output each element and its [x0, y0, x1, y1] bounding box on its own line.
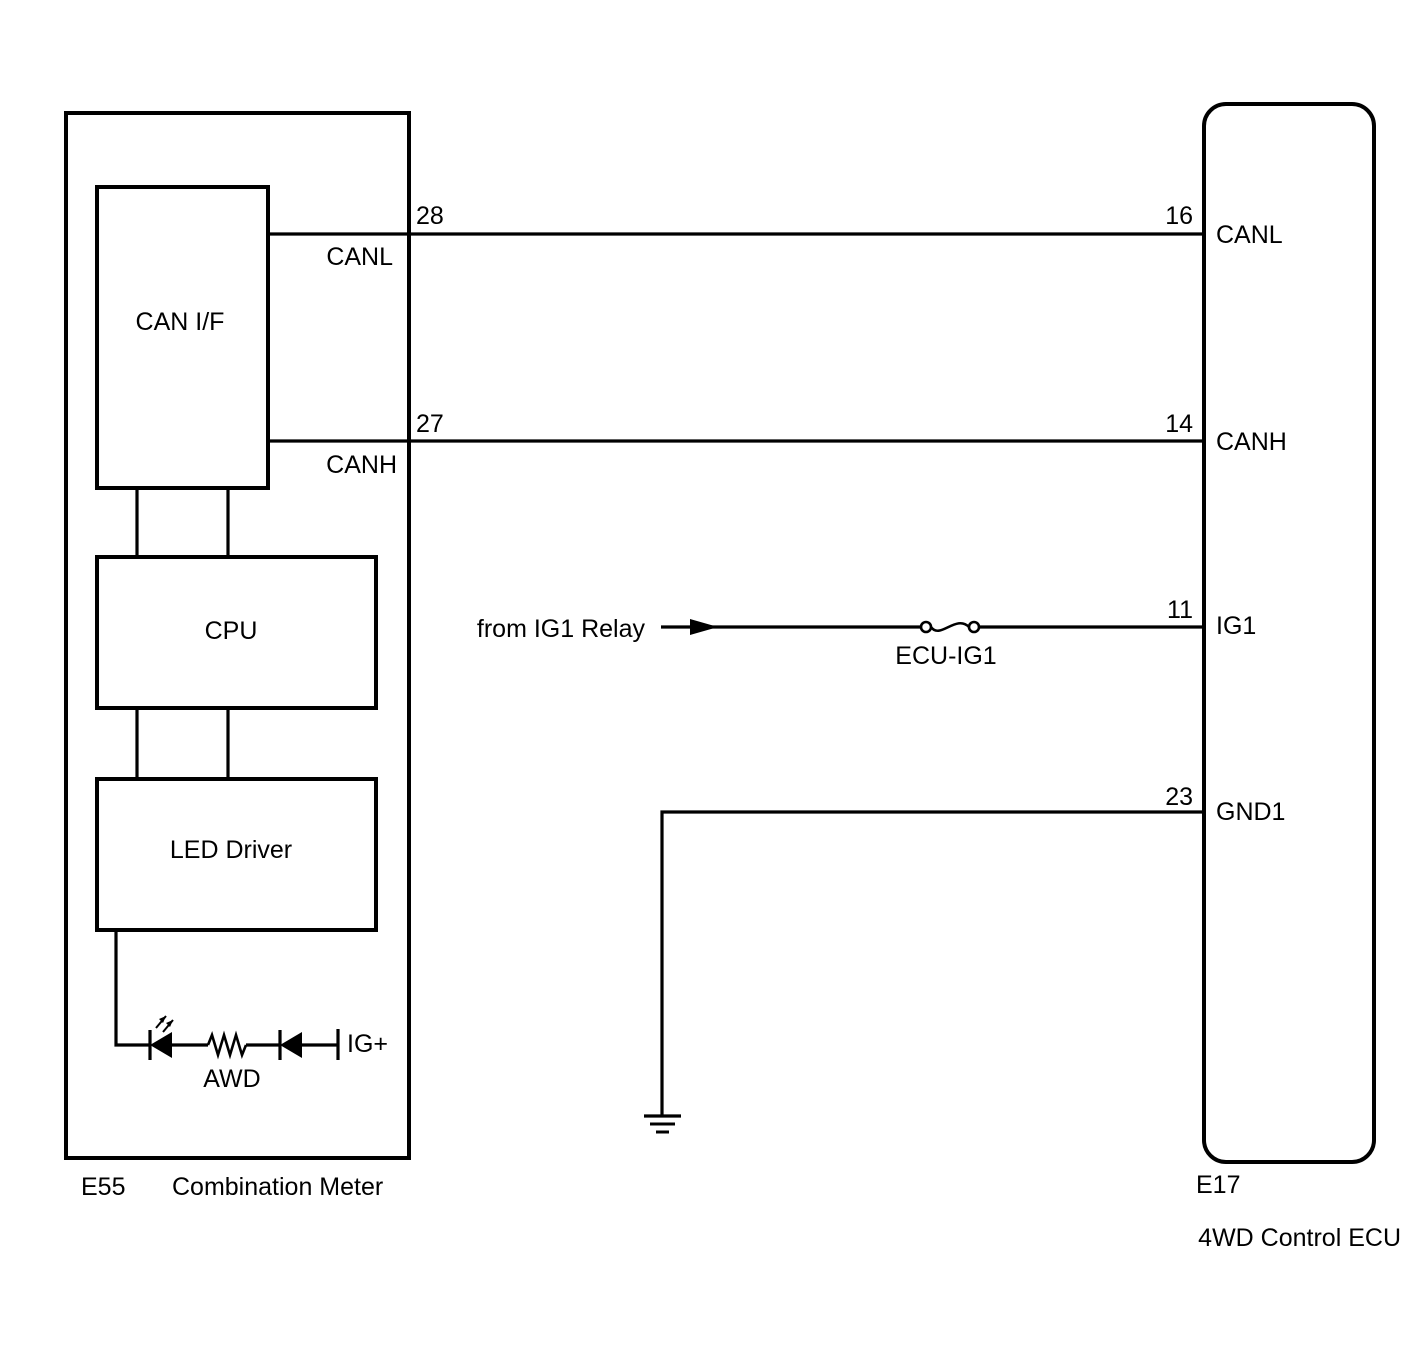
meter-pin-canl-label: CANL: [326, 243, 393, 271]
meter-pin-28: 28: [416, 202, 444, 230]
awd-label: AWD: [203, 1065, 260, 1093]
ecu-pin-11: 11: [1167, 596, 1193, 624]
combination-meter-outline: [64, 111, 411, 1160]
ecu-pin-canh-label: CANH: [1216, 428, 1287, 456]
fuse-label: ECU-IG1: [895, 642, 996, 670]
ecu-pin-14: 14: [1165, 410, 1193, 438]
ecu-pin-canl-label: CANL: [1216, 221, 1283, 249]
ecu-pin-16: 16: [1165, 202, 1193, 230]
can-if-block: [95, 185, 270, 490]
ig1-arrow-icon: [690, 619, 718, 635]
can-if-label: CAN I/F: [136, 308, 225, 336]
ig-plus-label: IG+: [347, 1030, 388, 1058]
diode-symbol: [280, 1032, 302, 1058]
led-driver-label: LED Driver: [170, 836, 292, 864]
cpu-block: [95, 555, 378, 710]
meter-name: Combination Meter: [172, 1173, 383, 1201]
resistor-symbol: [206, 1030, 248, 1060]
fuse-symbol: [919, 620, 981, 634]
meter-pin-canh-label: CANH: [326, 451, 397, 479]
meter-pin-27: 27: [416, 410, 444, 438]
cpu-label: CPU: [205, 617, 258, 645]
led-driver-block: [95, 777, 378, 932]
ecu-pin-gnd1-label: GND1: [1216, 798, 1285, 826]
meter-connector-id: E55: [81, 1173, 125, 1201]
ecu-outline: [1202, 102, 1376, 1164]
ecu-name: 4WD Control ECU: [1198, 1224, 1401, 1252]
ground-icon: [644, 1114, 681, 1134]
gnd1-wire: [660, 810, 1204, 1116]
awd-indicator-circuit: [114, 930, 340, 1060]
ecu-pin-23: 23: [1165, 783, 1193, 811]
ecu-connector-id: E17: [1196, 1171, 1240, 1199]
ecu-pin-ig1-label: IG1: [1216, 612, 1256, 640]
ig1-source-label: from IG1 Relay: [477, 615, 646, 643]
led-symbol: [150, 1032, 172, 1058]
